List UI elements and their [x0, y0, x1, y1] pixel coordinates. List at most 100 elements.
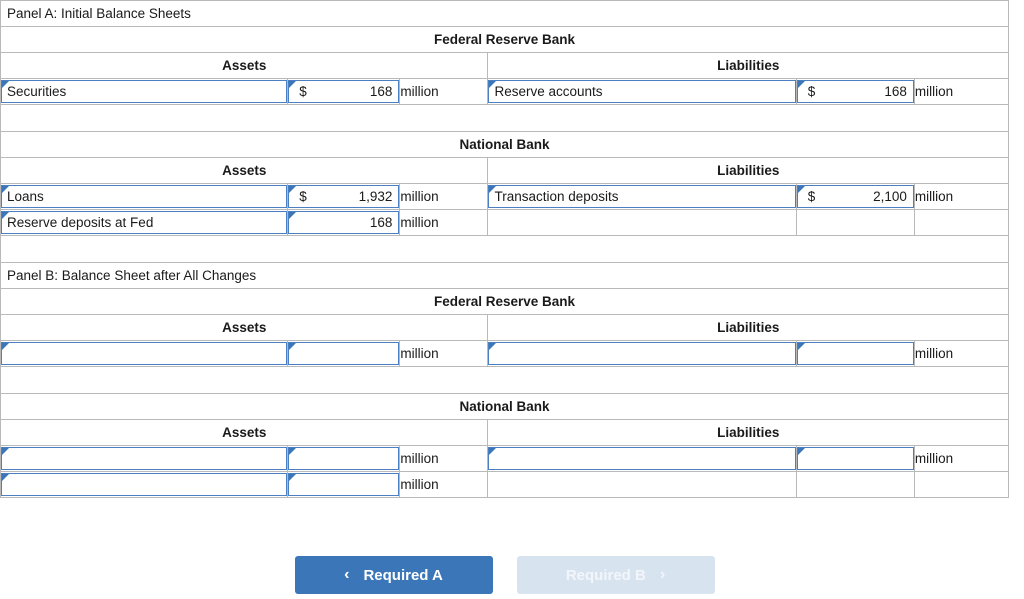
asset-amount-input-1-0-0-cell — [287, 340, 401, 367]
asset-label-input-1-0-0-cell — [0, 340, 289, 367]
liability-amount-blank-0-1-1 — [795, 209, 915, 236]
required-b-label: Required B — [565, 566, 646, 584]
spacer-cell — [0, 366, 1009, 394]
liabilities-header-1-1: Liabilities — [487, 419, 1009, 446]
bank-band-row: National Bank — [0, 131, 1009, 158]
liability-label-input-1-1-0-cell — [487, 445, 797, 472]
asset-label-input-1-1-1-cell — [0, 471, 289, 498]
asset-amount-input-1-1-1-cell — [287, 471, 401, 498]
liability-label-blank-0-1-1 — [487, 209, 797, 236]
liability-label-input-1-0-0-cell — [487, 340, 797, 367]
asset-label-input-0-0-0-cell: Securities — [0, 78, 289, 105]
asset-amount-input-1-1-1[interactable] — [288, 473, 400, 496]
asset-label-input-1-1-0-cell — [0, 445, 289, 472]
liability-unit-0-1-0: million — [913, 183, 1010, 210]
bank-name-1-0: Federal Reserve Bank — [0, 288, 1009, 315]
liability-amount-blank-1-1-1 — [795, 471, 915, 498]
worksheet-row: million million — [0, 445, 1010, 472]
liability-label-input-0-1-0[interactable]: Transaction deposits — [488, 185, 796, 208]
asset-label-input-1-0-0[interactable] — [1, 342, 288, 365]
asset-amount-input-0-1-1[interactable]: 168 — [288, 211, 400, 234]
panel-caption-1: Panel B: Balance Sheet after All Changes — [0, 262, 1009, 289]
asset-amount-input-0-1-0-currency: $ — [299, 189, 307, 204]
required-a-button[interactable]: ‹ Required A — [294, 556, 493, 594]
spacer-cell — [0, 104, 1009, 132]
liability-amount-input-1-1-0[interactable] — [796, 447, 914, 470]
panel-caption-row: Panel A: Initial Balance Sheets — [0, 0, 1009, 27]
asset-amount-input-0-1-0-value: 1,932 — [358, 189, 393, 204]
bank-band-row: Federal Reserve Bank — [0, 288, 1009, 315]
asset-label-input-0-0-0-text: Securities — [7, 84, 67, 99]
asset-amount-input-0-1-0-cell: $1,932 — [287, 183, 401, 210]
assets-header-1-0: Assets — [0, 314, 489, 341]
asset-label-input-0-1-1-text: Reserve deposits at Fed — [7, 215, 154, 230]
asset-label-input-1-1-1[interactable] — [1, 473, 288, 496]
liability-label-input-0-1-0-cell: Transaction deposits — [487, 183, 797, 210]
liability-amount-input-0-1-0-currency: $ — [807, 189, 816, 204]
asset-label-input-0-1-1-cell: Reserve deposits at Fed — [0, 209, 289, 236]
asset-amount-input-0-1-1-cell: 168 — [287, 209, 401, 236]
asset-unit-0-1-1: million — [399, 209, 489, 236]
spacer-row — [0, 235, 1009, 263]
asset-label-input-0-1-1[interactable]: Reserve deposits at Fed — [1, 211, 288, 234]
asset-label-input-0-1-0[interactable]: Loans — [1, 185, 288, 208]
liability-label-input-0-0-0-text: Reserve accounts — [494, 84, 603, 99]
asset-unit-1-1-1: million — [399, 471, 489, 498]
liabilities-header-0-0: Liabilities — [487, 52, 1009, 79]
liabilities-header-1-0: Liabilities — [487, 314, 1009, 341]
liability-label-input-1-1-0[interactable] — [488, 447, 796, 470]
liability-amount-input-1-1-0-cell — [795, 445, 915, 472]
asset-label-input-1-1-0[interactable] — [1, 447, 288, 470]
asset-unit-0-1-0: million — [399, 183, 489, 210]
liability-amount-input-0-0-0-value: 168 — [884, 84, 907, 99]
liability-amount-input-0-0-0-cell: $168 — [795, 78, 915, 105]
required-b-button[interactable]: Required B › — [516, 556, 715, 594]
asset-amount-input-1-1-0[interactable] — [288, 447, 400, 470]
panel-caption-0: Panel A: Initial Balance Sheets — [0, 0, 1009, 27]
bank-name-0-1: National Bank — [0, 131, 1009, 158]
asset-unit-0-0-0: million — [399, 78, 489, 105]
liability-label-blank-1-1-1 — [487, 471, 797, 498]
asset-amount-input-0-0-0[interactable]: $168 — [288, 80, 400, 103]
asset-label-input-0-0-0[interactable]: Securities — [1, 80, 288, 103]
liability-unit-0-0-0: million — [913, 78, 1010, 105]
liabilities-header-0-1: Liabilities — [487, 157, 1009, 184]
liability-label-input-1-0-0[interactable] — [488, 342, 796, 365]
liability-amount-input-0-1-0[interactable]: $2,100 — [796, 185, 914, 208]
liability-label-input-0-0-0-cell: Reserve accounts — [487, 78, 797, 105]
asset-unit-1-1-0: million — [399, 445, 489, 472]
asset-amount-input-1-0-0[interactable] — [288, 342, 400, 365]
asset-unit-1-0-0: million — [399, 340, 489, 367]
asset-label-input-0-1-0-text: Loans — [7, 189, 44, 204]
assets-header-0-0: Assets — [0, 52, 489, 79]
bank-name-0-0: Federal Reserve Bank — [0, 26, 1009, 53]
required-a-label: Required A — [363, 566, 443, 584]
liability-label-input-0-1-0-text: Transaction deposits — [494, 189, 619, 204]
bank-name-1-1: National Bank — [0, 393, 1009, 420]
spacer-row — [0, 366, 1009, 394]
liability-label-input-0-0-0[interactable]: Reserve accounts — [488, 80, 796, 103]
spacer-cell — [0, 235, 1009, 263]
assets-header-0-1: Assets — [0, 157, 489, 184]
asset-amount-input-0-0-0-cell: $168 — [287, 78, 401, 105]
asset-amount-input-0-1-0[interactable]: $1,932 — [288, 185, 400, 208]
asset-amount-input-0-0-0-value: 168 — [369, 84, 393, 99]
assets-header-1-1: Assets — [0, 419, 489, 446]
liability-unit-blank-0-1-1 — [913, 209, 1010, 236]
liability-amount-input-0-0-0[interactable]: $168 — [796, 80, 914, 103]
liability-amount-input-1-0-0[interactable] — [796, 342, 914, 365]
liability-unit-1-1-0: million — [913, 445, 1010, 472]
chevron-right-icon: › — [659, 566, 666, 583]
liability-amount-input-0-1-0-value: 2,100 — [873, 189, 907, 204]
liability-amount-input-0-1-0-cell: $2,100 — [795, 183, 915, 210]
liability-unit-blank-1-1-1 — [913, 471, 1010, 498]
